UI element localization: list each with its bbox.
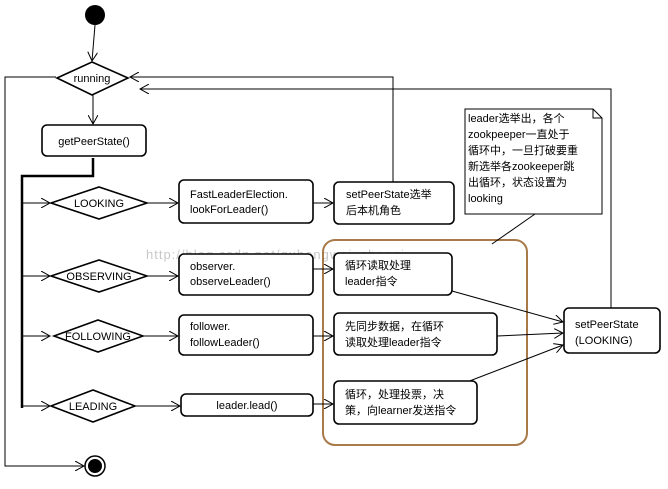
action-observer-loop: 循环读取处理 leader指令 <box>333 252 453 296</box>
svg-text:后本机角色: 后本机角色 <box>346 203 401 217</box>
svg-text:循环中，一旦打破要重: 循环中，一旦打破要重 <box>468 143 578 157</box>
svg-text:leader.lead(): leader.lead() <box>216 400 277 412</box>
svg-text:新选举各zookeeper跳: 新选举各zookeeper跳 <box>468 159 574 173</box>
decision-looking: LOOKING <box>48 186 150 220</box>
action-fast-leader-election: FastLeaderElection. lookForLeader() <box>178 179 314 224</box>
action-leader-loop: 循环，处理投票，决 策，向learner发送指令 <box>333 380 478 425</box>
action-get-peer-state: getPeerState() <box>41 124 147 157</box>
svg-text:策，向learner发送指令: 策，向learner发送指令 <box>345 403 456 417</box>
svg-text:observeLeader(): observeLeader() <box>190 276 271 288</box>
note-annotation: leader选举出，各个 zookpeeper一直处于 循环中，一旦打破要重 新… <box>464 108 603 215</box>
action-set-peer-state-looking: setPeerState (LOOKING) <box>563 307 661 354</box>
action-follower-follow-leader: follower. followLeader() <box>178 314 314 356</box>
decision-running: running <box>55 61 130 96</box>
svg-text:zookpeeper一直处于: zookpeeper一直处于 <box>468 127 570 141</box>
action-leader-lead: leader.lead() <box>180 393 314 417</box>
svg-text:setPeerState选举: setPeerState选举 <box>346 187 432 201</box>
action-follower-loop: 先同步数据，在循环 读取处理leader指令 <box>333 312 498 356</box>
svg-text:LOOKING: LOOKING <box>74 198 124 210</box>
svg-text:looking: looking <box>468 193 503 205</box>
svg-text:running: running <box>74 73 111 85</box>
svg-text:循环读取处理: 循环读取处理 <box>345 258 411 272</box>
svg-text:先同步数据，在循环: 先同步数据，在循环 <box>345 319 444 333</box>
svg-text:FastLeaderElection.: FastLeaderElection. <box>190 189 288 201</box>
svg-text:follower.: follower. <box>190 321 230 333</box>
start-node <box>85 5 105 25</box>
svg-text:读取处理leader指令: 读取处理leader指令 <box>345 335 442 349</box>
decision-leading: LEADING <box>48 389 138 423</box>
decision-observing: OBSERVING <box>48 259 150 293</box>
svg-text:setPeerState: setPeerState <box>575 319 639 331</box>
svg-text:OBSERVING: OBSERVING <box>66 271 131 283</box>
svg-text:循环，处理投票，决: 循环，处理投票，决 <box>345 387 444 401</box>
svg-text:(LOOKING): (LOOKING) <box>575 335 632 347</box>
svg-text:followLeader(): followLeader() <box>190 337 260 349</box>
svg-text:lookForLeader(): lookForLeader() <box>190 204 268 216</box>
svg-text:FOLLOWING: FOLLOWING <box>65 331 131 343</box>
svg-text:observer.: observer. <box>190 261 235 273</box>
svg-text:LEADING: LEADING <box>69 401 117 413</box>
action-observer-observe-leader: observer. observeLeader() <box>178 253 314 296</box>
loop-group-frame <box>322 239 528 446</box>
svg-text:出循环，状态设置为: 出循环，状态设置为 <box>468 175 567 189</box>
flow-edges <box>4 24 612 466</box>
svg-text:getPeerState(): getPeerState() <box>58 136 130 148</box>
svg-text:leader指令: leader指令 <box>345 274 398 288</box>
decision-following: FOLLOWING <box>51 319 146 353</box>
svg-text:leader选举出，各个: leader选举出，各个 <box>468 111 565 125</box>
action-set-peer-state-role: setPeerState选举 后本机角色 <box>333 181 455 225</box>
